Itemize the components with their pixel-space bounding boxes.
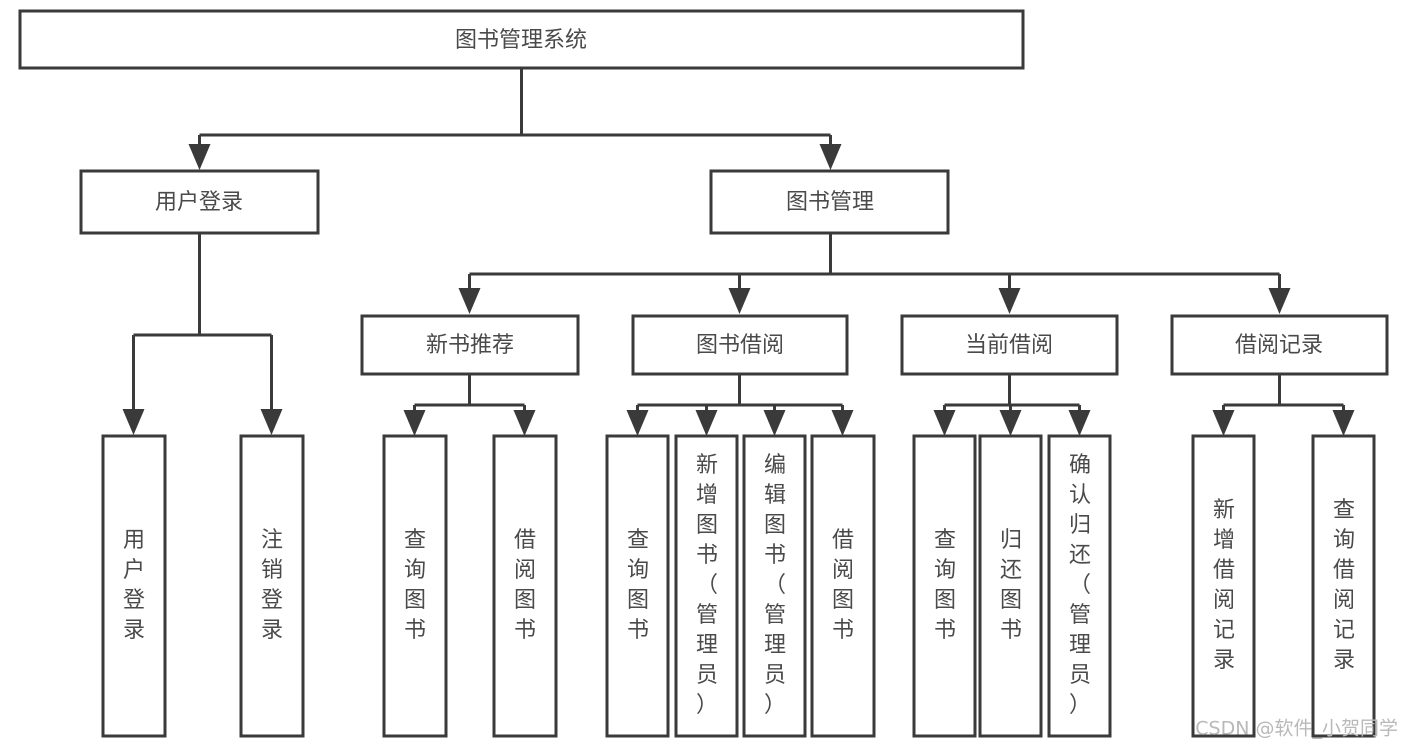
node-book-management-label: 图书管理 — [786, 190, 874, 215]
leaf-add-borrow-record[interactable]: 新增借阅记录 — [1191, 434, 1256, 738]
node-current-borrow-box — [900, 314, 1119, 376]
leaf-edit-book-box — [742, 434, 807, 738]
node-borrow-record-box — [1170, 314, 1389, 376]
node-borrow-record[interactable]: 借阅记录 — [1170, 314, 1389, 376]
node-book-borrow[interactable]: 图书借阅 — [631, 314, 849, 376]
node-book-borrow-label: 图书借阅 — [696, 333, 784, 358]
leaf-edit-book-label: 编辑图书（管理员） — [764, 453, 786, 718]
leaf-edit-book[interactable]: 编辑图书（管理员） — [742, 434, 807, 738]
node-book-management[interactable]: 图书管理 — [709, 169, 950, 235]
leaf-borrow-book-1[interactable]: 借阅图书 — [492, 434, 558, 738]
csdn-watermark: CSDN @软件_小贺同学 — [1195, 718, 1398, 740]
leaf-logout-login-box — [239, 434, 305, 738]
arrow-to-leaf-add-borrow-record — [1212, 410, 1235, 436]
arrow-to-leaf-query-book-1 — [403, 410, 426, 436]
arrow-to-leaf-confirm-return — [1068, 410, 1091, 436]
leaf-add-borrow-record-box — [1191, 434, 1256, 738]
node-book-borrow-box — [631, 314, 849, 376]
arrow-to-leaf-add-book — [695, 410, 718, 436]
leaf-query-book-2-box — [605, 434, 670, 738]
arrow-to-user-login — [188, 144, 211, 170]
leaf-borrow-book-1-box — [492, 434, 558, 738]
leaf-borrow-book-2-label: 借阅图书 — [832, 528, 854, 643]
arrow-to-leaf-logout-login — [260, 409, 283, 435]
leaf-return-book-label: 归还图书 — [1000, 528, 1022, 643]
arrow-to-leaf-query-borrow-record — [1332, 410, 1355, 436]
arrow-to-book-borrow — [728, 288, 751, 314]
leaf-query-book-2[interactable]: 查询图书 — [605, 434, 670, 738]
node-borrow-record-label: 借阅记录 — [1235, 333, 1323, 358]
node-current-borrow[interactable]: 当前借阅 — [900, 314, 1119, 376]
leaf-user-login[interactable]: 用户登录 — [101, 434, 167, 738]
leaf-confirm-return-label: 确认归还（管理员） — [1069, 453, 1091, 718]
arrow-to-leaf-borrow-book-2 — [831, 410, 854, 436]
leaf-query-borrow-record-box — [1311, 434, 1376, 738]
leaf-query-book-3[interactable]: 查询图书 — [912, 434, 977, 738]
leaf-confirm-return[interactable]: 确认归还（管理员） — [1047, 434, 1112, 738]
node-root-label: 图书管理系统 — [455, 28, 587, 53]
leaf-query-book-3-label: 查询图书 — [934, 528, 956, 643]
connector-layer — [122, 68, 1355, 436]
arrow-to-current-borrow — [998, 288, 1021, 314]
arrow-to-leaf-edit-book — [763, 410, 786, 436]
leaf-confirm-return-box — [1047, 434, 1112, 738]
arrow-to-new-book-recommend — [458, 288, 481, 314]
node-new-book-recommend-box — [360, 314, 580, 376]
leaf-add-book-label: 新增图书（管理员） — [696, 453, 718, 718]
leaf-logout-login[interactable]: 注销登录 — [239, 434, 305, 738]
arrow-to-leaf-user-login — [122, 409, 145, 435]
leaf-borrow-book-2[interactable]: 借阅图书 — [810, 434, 876, 738]
arrow-to-leaf-return-book — [999, 410, 1022, 436]
arrow-to-leaf-query-book-2 — [626, 410, 649, 436]
leaf-query-book-2-label: 查询图书 — [627, 528, 649, 643]
node-new-book-recommend[interactable]: 新书推荐 — [360, 314, 580, 376]
leaf-logout-login-label: 注销登录 — [261, 528, 283, 643]
leaf-user-login-label: 用户登录 — [123, 528, 145, 643]
leaf-add-borrow-record-label: 新增借阅记录 — [1213, 498, 1235, 673]
leaf-return-book[interactable]: 归还图书 — [978, 434, 1043, 738]
node-book-management-box — [709, 169, 950, 235]
node-user-login-box — [79, 169, 320, 235]
leaf-query-borrow-record[interactable]: 查询借阅记录 — [1311, 434, 1376, 738]
leaf-borrow-book-1-label: 借阅图书 — [514, 528, 536, 643]
leaf-query-book-1[interactable]: 查询图书 — [382, 434, 448, 738]
leaf-borrow-book-2-box — [810, 434, 876, 738]
leaf-add-book[interactable]: 新增图书（管理员） — [674, 434, 739, 738]
leaf-add-book-box — [674, 434, 739, 738]
leaf-query-borrow-record-label: 查询借阅记录 — [1333, 498, 1355, 673]
arrow-to-leaf-borrow-book-1 — [513, 410, 536, 436]
leaf-query-book-1-label: 查询图书 — [404, 528, 426, 643]
node-root[interactable]: 图书管理系统 — [18, 9, 1025, 70]
node-user-login-label: 用户登录 — [155, 190, 243, 215]
arrow-to-borrow-record — [1268, 288, 1291, 314]
node-current-borrow-label: 当前借阅 — [965, 333, 1053, 358]
arrow-to-book-management — [819, 144, 842, 170]
leaf-user-login-box — [101, 434, 167, 738]
leaf-query-book-3-box — [912, 434, 977, 738]
arrow-to-leaf-query-book-3 — [933, 410, 956, 436]
node-user-login[interactable]: 用户登录 — [79, 169, 320, 235]
node-root-box — [18, 9, 1025, 70]
leaf-query-book-1-box — [382, 434, 448, 738]
leaf-return-book-box — [978, 434, 1043, 738]
node-new-book-recommend-label: 新书推荐 — [426, 333, 514, 358]
